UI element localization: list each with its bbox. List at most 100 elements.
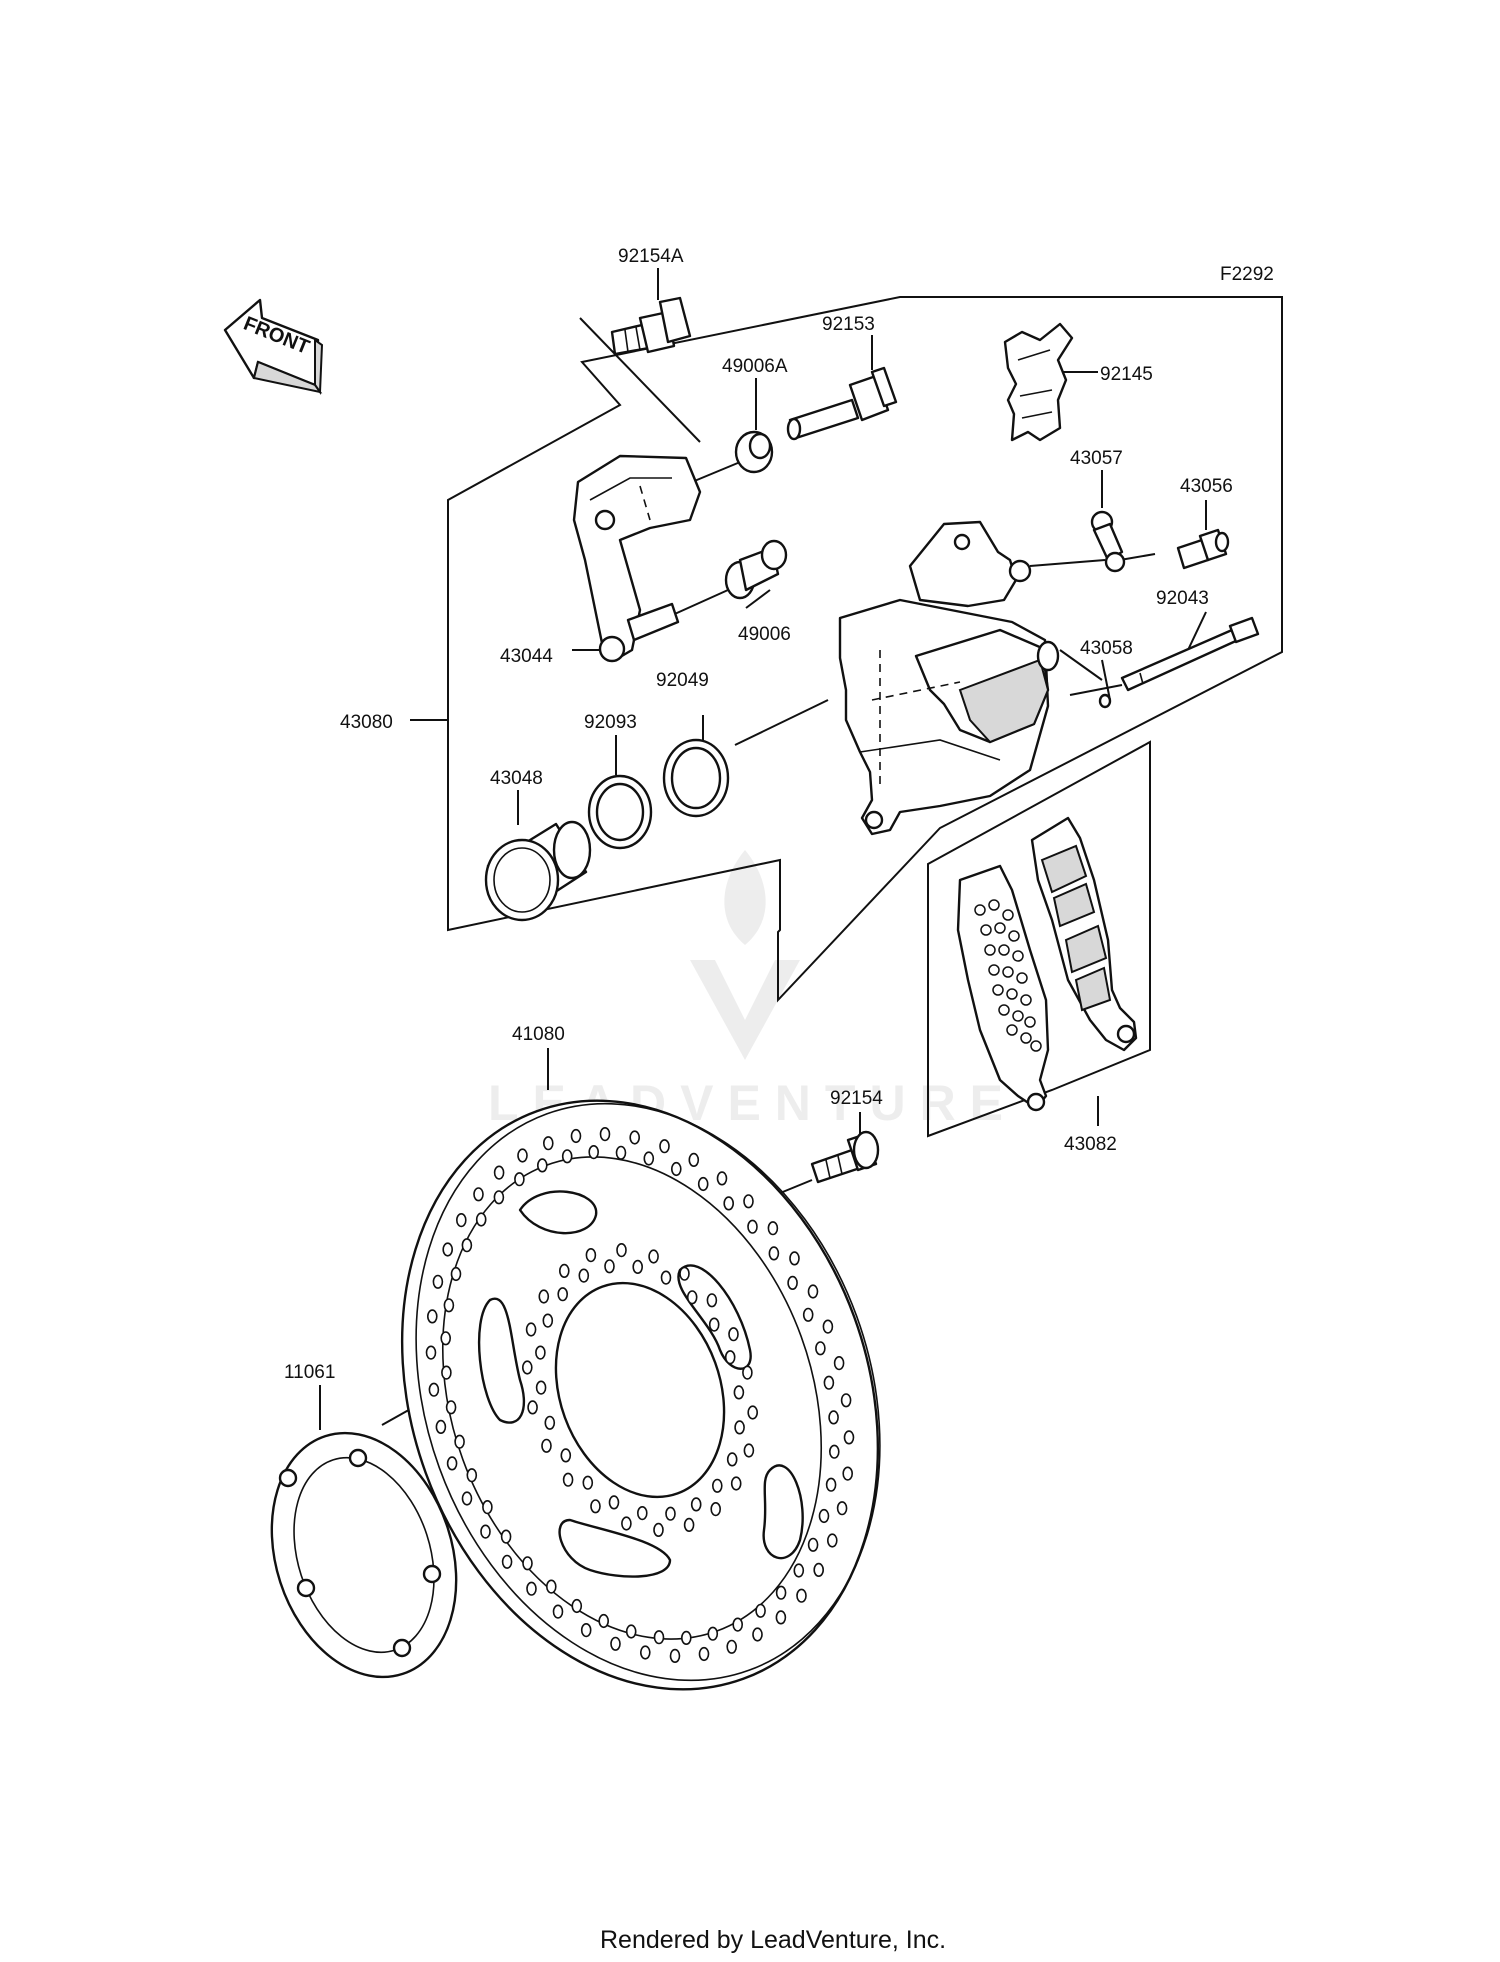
disc-hole — [514, 1172, 525, 1187]
disc-hole — [558, 1263, 570, 1278]
disc-hole — [521, 1360, 533, 1375]
disc-hole — [542, 1136, 554, 1151]
disc-hole — [561, 1149, 573, 1164]
disc-hole — [517, 1148, 528, 1163]
disc-hole — [793, 1563, 805, 1578]
disc-hole — [636, 1505, 648, 1521]
disc-hole — [828, 1410, 839, 1425]
disc-hole — [450, 1266, 462, 1282]
disc-hole — [542, 1313, 554, 1328]
disc-hole — [697, 1176, 709, 1192]
boot-49006 — [724, 539, 788, 600]
disc-hole — [728, 1327, 739, 1342]
disc-hole — [570, 1128, 582, 1144]
disc-hole — [446, 1456, 458, 1471]
disc-hole — [755, 1603, 766, 1618]
ring-43058 — [1098, 693, 1112, 709]
disc-hole — [659, 1139, 670, 1154]
brake-disc-41080 — [400, 1099, 881, 1691]
disc-hole — [733, 1385, 745, 1400]
disc-hole — [842, 1466, 854, 1481]
disc-hole — [747, 1219, 758, 1234]
disc-hole — [775, 1585, 787, 1600]
disc-hole — [500, 1529, 512, 1544]
disc-hole — [828, 1444, 840, 1459]
bleed-connector-43057 — [1090, 510, 1126, 573]
pad-pin-92043 — [1120, 616, 1260, 692]
disc-hole — [789, 1251, 800, 1266]
label-43057: 43057 — [1070, 448, 1123, 469]
disc-hole — [807, 1284, 819, 1299]
pad-set-frame — [927, 740, 1151, 1138]
disc-hole — [665, 1506, 676, 1521]
disc-hole — [822, 1319, 834, 1334]
watermark: LEADVENTURE — [488, 850, 1003, 1131]
disc-hole — [840, 1393, 852, 1408]
disc-hole — [747, 1405, 759, 1420]
disc-hole — [432, 1274, 444, 1289]
label-92154: 92154 — [830, 1088, 883, 1109]
disc-hole — [796, 1588, 807, 1603]
disc-hole — [833, 1355, 845, 1371]
disc-hole — [688, 1152, 700, 1167]
disc-hole — [742, 1365, 753, 1380]
disc-hole — [723, 1196, 735, 1211]
disc-hole — [639, 1645, 651, 1660]
disc-hole — [826, 1533, 838, 1548]
disc-hole — [669, 1648, 681, 1663]
diagram-code: F2292 — [1220, 264, 1274, 285]
label-92049: 92049 — [656, 670, 709, 691]
disc-hole — [670, 1161, 682, 1177]
disc-hole — [807, 1537, 819, 1552]
disc-hole — [493, 1165, 505, 1180]
disc-hole — [632, 1259, 644, 1274]
label-11061: 11061 — [284, 1362, 335, 1383]
disc-hole — [710, 1501, 722, 1517]
disc-hole — [435, 1419, 447, 1434]
disc-hole — [818, 1508, 830, 1524]
disc-hole — [707, 1626, 719, 1641]
disc-hole — [743, 1194, 754, 1209]
disc-hole — [734, 1420, 745, 1435]
disc-hole — [522, 1556, 533, 1571]
disc-hole — [648, 1249, 659, 1264]
disc-hole — [455, 1212, 467, 1228]
caliper-bracket-43044 — [572, 454, 702, 663]
disc-hole — [557, 1287, 569, 1302]
caliper-pin-92153 — [786, 366, 898, 441]
disc-hole — [535, 1345, 546, 1360]
disc-hole — [690, 1497, 702, 1512]
disc-hole — [535, 1380, 547, 1395]
disc-hole — [724, 1350, 736, 1365]
disc-hole — [598, 1613, 610, 1629]
label-43082: 43082 — [1064, 1134, 1117, 1155]
caliper-body — [838, 520, 1060, 836]
label-43048: 43048 — [490, 768, 543, 789]
disc-hole — [743, 1443, 755, 1458]
disc-hole — [629, 1130, 641, 1145]
disc-hole — [588, 1144, 600, 1160]
disc-hole — [526, 1581, 537, 1596]
label-43058: 43058 — [1080, 638, 1133, 659]
mounting-bolt-92154A — [610, 296, 692, 356]
disc-hole — [443, 1298, 455, 1313]
disc-hole — [732, 1617, 744, 1632]
bleed-valve-43056 — [1176, 528, 1230, 570]
disc-hole — [571, 1598, 583, 1614]
disc-hole — [621, 1516, 632, 1531]
disc-hole — [610, 1636, 621, 1651]
disc-hole — [836, 1501, 848, 1516]
disc-hole — [428, 1382, 440, 1397]
disc-hole — [660, 1270, 672, 1285]
seal-92049 — [662, 738, 730, 818]
disc-hole — [580, 1622, 592, 1638]
disc-hole — [604, 1259, 615, 1274]
label-92153: 92153 — [822, 314, 875, 335]
disc-hole — [538, 1289, 550, 1304]
disc-hole — [544, 1415, 556, 1430]
disc-hole — [608, 1495, 620, 1510]
disc-hole — [698, 1646, 710, 1662]
disc-hole — [425, 1345, 437, 1360]
disc-hole — [802, 1307, 814, 1322]
disc-hole — [653, 1522, 664, 1537]
